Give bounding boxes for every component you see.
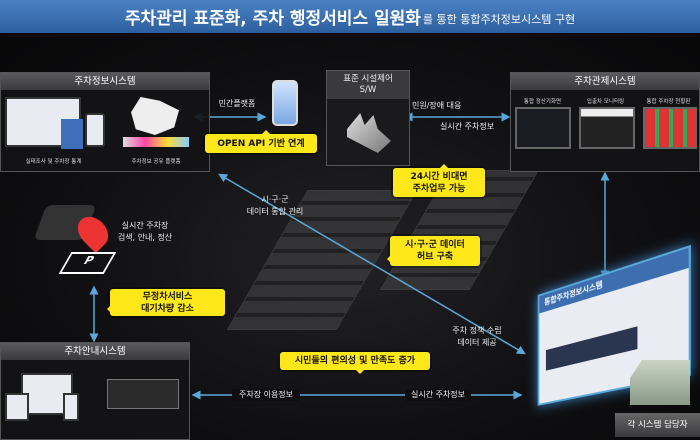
- monitor-monitoring: [579, 107, 635, 149]
- search-line1: 실시간 주차장: [110, 220, 180, 232]
- screen-label-payment: 통합 정산기화면: [511, 97, 574, 105]
- panel-header: 주차정보시스템: [1, 73, 209, 90]
- guide-sign-board: [107, 379, 179, 409]
- private-platform-label: 민간플랫폼: [212, 98, 262, 110]
- parking-info-system-panel: 주차정보시스템 실태조사 및 주차장 통계 주차정보 공유 플랫폼: [0, 72, 210, 172]
- callout-nonstop: 무정차서비스대기차량 감소: [110, 289, 225, 316]
- nonstop-line1: 무정차서비스: [143, 291, 193, 303]
- hub-line2: 허브 구축: [417, 251, 453, 263]
- callout-24h: 24시간 비대면주차업무 가능: [393, 168, 485, 197]
- realtime-search-label: 실시간 주차장검색, 안내, 정산: [110, 220, 180, 244]
- facility-control-panel: 표준 시설제어S/W: [326, 70, 410, 166]
- panel-header: 주차관제시스템: [511, 73, 699, 90]
- platform-bar: [123, 137, 189, 147]
- screen-label-status: 통합 주차장 현황판: [637, 97, 700, 105]
- policy-label: 주차 정책 수립데이터 제공: [445, 325, 509, 349]
- map-image: [131, 97, 179, 135]
- screen-label-monitoring: 입출차 모니터링: [574, 97, 637, 105]
- operator-label: 각 시스템 담당자: [615, 413, 700, 437]
- dashboard-cards: [546, 326, 638, 370]
- phone-image: [63, 393, 79, 421]
- tablet-image: [61, 119, 83, 149]
- nonstop-line2: 대기차량 감소: [141, 303, 194, 315]
- panel-header: 주차안내시스템: [1, 343, 189, 360]
- callout-24h-line2: 주차업무 가능: [413, 183, 466, 195]
- realtime-info-bottom-label: 실시간 주차정보: [405, 389, 471, 401]
- caption-sharing-platform: 주차정보 공유 플랫폼: [111, 157, 201, 165]
- callout-24h-line1: 24시간 비대면: [410, 171, 467, 183]
- callout-data-hub: 시·구·군 데이터허브 구축: [390, 236, 480, 266]
- facility-title-line2: S/W: [327, 85, 409, 96]
- policy-line1: 주차 정책 수립: [445, 325, 509, 337]
- data-mgmt-line1: 시·구·군: [235, 194, 315, 206]
- facility-title-line1: 표준 시설제어: [327, 74, 409, 85]
- hub-line1: 시·구·군 데이터: [405, 239, 465, 251]
- phone-image: [85, 113, 105, 147]
- callout-citizen-satisfaction: 시민들의 편의성 및 만족도 증가: [280, 352, 430, 370]
- monitor-payment: [515, 107, 571, 149]
- data-management-label: 시·구·군데이터 통합 관리: [235, 194, 315, 218]
- tablet-image: [5, 393, 29, 421]
- complaint-label: 민원/장애 대응: [412, 100, 482, 112]
- monitor-status: [643, 107, 697, 149]
- usage-info-label: 주차장 이용정보: [232, 389, 300, 401]
- caption-statistics: 실태조사 및 주차장 통계: [1, 157, 106, 165]
- guide-system-panel: 주차안내시스템: [0, 342, 190, 440]
- data-mgmt-line2: 데이터 통합 관리: [235, 206, 315, 218]
- gate-barrier-icon: [347, 113, 391, 153]
- realtime-info-top-label: 실시간 주차정보: [440, 121, 510, 133]
- policy-line2: 데이터 제공: [445, 337, 509, 349]
- callout-open-api: OPEN API 기반 연계: [205, 134, 317, 153]
- control-system-panel: 주차관제시스템 통합 정산기화면 입출차 모니터링 통합 주차장 현황판: [510, 72, 700, 172]
- operator-desk-illustration: [630, 360, 690, 405]
- smartphone-icon: [272, 80, 298, 126]
- search-line2: 검색, 안내, 정산: [110, 232, 180, 244]
